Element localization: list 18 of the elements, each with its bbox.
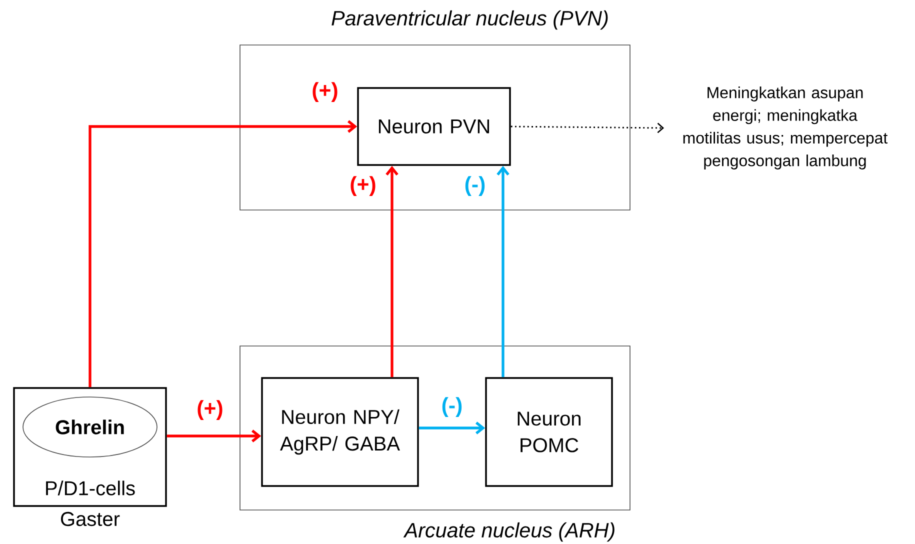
arrow: [166, 430, 262, 442]
organ-label: Gaster: [61, 512, 120, 526]
edge-label: (+): [195, 398, 225, 422]
arrow: [510, 122, 664, 134]
arrow: [88, 120, 358, 388]
region-heading: Arcuate nucleus (ARH): [403, 522, 614, 542]
neuron-box: Neuron POMC: [485, 377, 613, 487]
edge-label: (-): [463, 174, 487, 198]
neuron-box: Neuron NPY/ AgRP/ GABA: [261, 377, 419, 487]
arrow: [418, 422, 486, 434]
arrow: [386, 166, 398, 378]
edge-label: (+): [348, 174, 378, 198]
edge-label: (+): [310, 80, 340, 104]
region-heading: Paraventricular nucleus (PVN): [332, 10, 608, 30]
effect-text: Meningkatkan asupan energi; meningkatka motilitas usus; mempercepat pengosongan lambung: [683, 86, 888, 170]
edge-label: (-): [440, 396, 464, 418]
arrow: [496, 166, 510, 378]
neuron-box: Neuron PVN: [357, 87, 511, 166]
